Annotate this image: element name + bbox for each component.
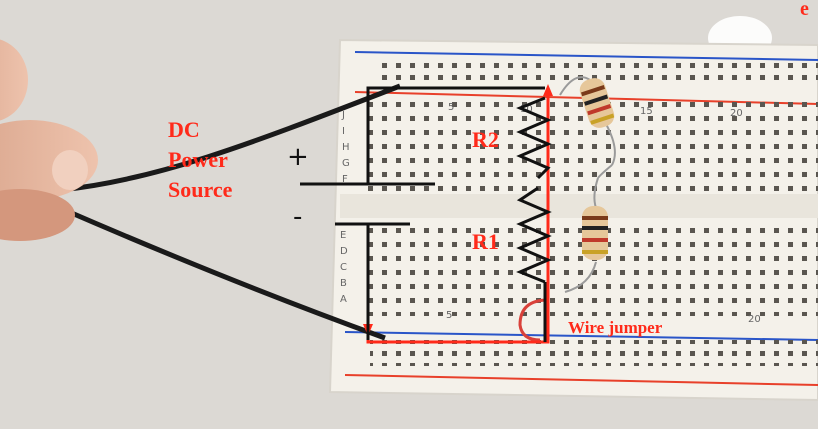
column-number: 20	[730, 108, 743, 119]
dc-label-line1: DC	[168, 117, 200, 142]
hand	[0, 39, 98, 241]
bottom-blue-rail-line	[344, 331, 818, 341]
plus-sign: +	[287, 142, 309, 172]
r2-zigzag-symbol	[516, 96, 552, 180]
column-number: 5	[448, 102, 454, 113]
resistor-top	[559, 76, 616, 166]
row-letter: H	[342, 142, 350, 153]
row-letter: I	[342, 126, 345, 137]
r2-label: R2	[472, 127, 499, 152]
wire-jumper-loop	[518, 298, 549, 342]
r1-zigzag-symbol	[516, 186, 552, 284]
column-number: 15	[640, 106, 653, 117]
annotation-arrow-up	[543, 84, 553, 96]
dc-label-line2: Power	[168, 147, 228, 172]
minus-sign: -	[293, 202, 303, 232]
center-channel	[340, 194, 818, 218]
row-letters-top: J I H G F	[341, 110, 350, 185]
row-letters-bottom: E D C B A	[340, 230, 348, 305]
dc-label-line3: Source	[168, 177, 233, 202]
top-blue-rail-line	[354, 51, 818, 61]
r1-label: R1	[472, 229, 499, 254]
row-letter: F	[342, 174, 348, 185]
row-letter: C	[340, 262, 347, 273]
wire-jumper-label: Wire jumper	[568, 318, 663, 337]
dc-power-source-label: DC Power Source	[168, 118, 232, 202]
row-letter: J	[341, 110, 345, 121]
row-letter: A	[340, 294, 347, 305]
column-number: 20	[748, 314, 761, 325]
bottom-rail-holes	[370, 340, 818, 366]
row-letter: E	[340, 230, 346, 241]
column-number: 5	[446, 310, 452, 321]
positive-lead	[59, 83, 401, 193]
corner-mark: e	[800, 0, 809, 20]
row-letter: D	[340, 246, 348, 257]
resistor-bottom	[564, 177, 608, 293]
bottom-red-rail-line	[344, 374, 818, 386]
negative-lead	[59, 205, 386, 341]
row-letter: B	[340, 278, 347, 289]
resistor-link-wire	[597, 164, 613, 179]
schematic-positive-wire	[366, 86, 545, 184]
row-letter: G	[342, 158, 350, 169]
